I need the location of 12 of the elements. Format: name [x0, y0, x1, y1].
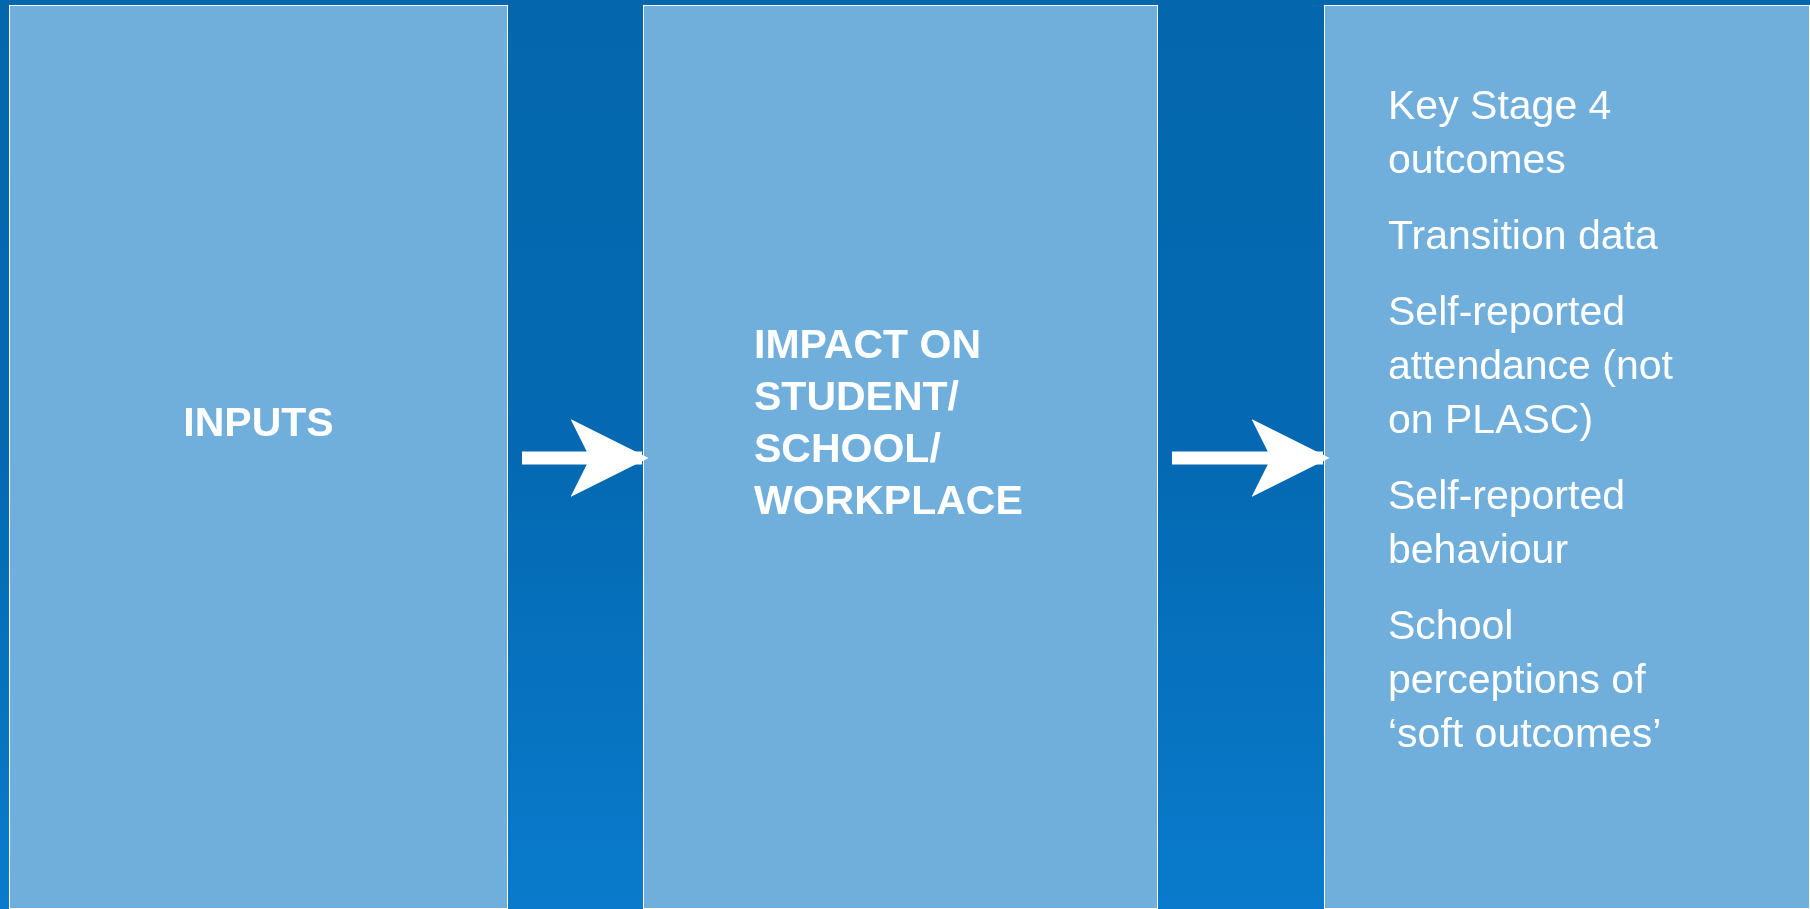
process-box: [9, 5, 508, 909]
box-title: IMPACT ON STUDENT/ SCHOOL/ WORKPLACE: [754, 320, 1024, 525]
outcome-text: School perceptions of ‘soft outcomes’: [1388, 601, 1663, 758]
arrow: [1172, 419, 1330, 497]
outcome-text: Transition data: [1388, 211, 1659, 260]
process-box: [643, 5, 1158, 909]
outcome-text: Self-reported attendance (not on PLASC): [1388, 287, 1674, 444]
process-box: [1324, 5, 1810, 909]
box-title: INPUTS: [183, 398, 334, 447]
outcome-text: Key Stage 4 outcomes: [1388, 81, 1613, 184]
outcome-text: Self-reported behaviour: [1388, 471, 1626, 574]
arrow: [522, 419, 649, 497]
